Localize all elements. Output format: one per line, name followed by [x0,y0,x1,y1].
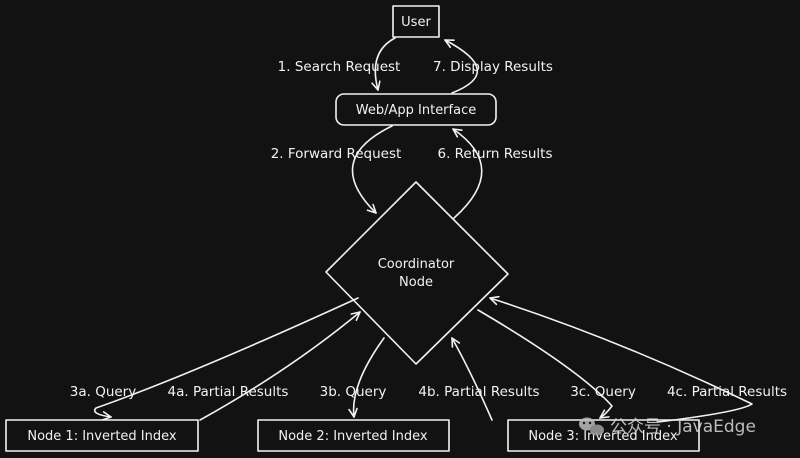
arrow-display-results [444,39,479,94]
edge-label-4c-partial-results: 4c. Partial Results [667,384,787,400]
arrow-search-request [371,37,396,91]
coordinator-label-line2: Node [399,275,433,290]
edge-label-3a-query: 3a. Query [70,384,136,400]
user-node-label: User [401,15,431,30]
web-app-interface-label: Web/App Interface [356,103,476,118]
edge-label-forward-request: 2. Forward Request [271,146,402,162]
wechat-icon [579,417,604,436]
edge-label-3c-query: 3c. Query [570,384,636,400]
inverted-index-node-1: Node 1: Inverted Index [5,419,199,452]
edge-label-search-request: 1. Search Request [278,59,401,75]
arrow-4c-partial-results [489,295,753,423]
arrow-3b-query [348,337,385,418]
arrow-3c-query [477,309,613,419]
edge-label-display-results: 7. Display Results [433,59,553,75]
coordinator-node: Coordinator Node [325,181,509,365]
edge-label-return-results: 6. Return Results [437,146,552,162]
arrow-3a-query [93,297,359,421]
inverted-index-node-2: Node 2: Inverted Index [257,419,450,452]
arrow-return-results [452,128,483,219]
arrow-4b-partial-results [451,337,493,421]
edge-label-4a-partial-results: 4a. Partial Results [168,384,289,400]
watermark-text: 公众号 · JavaEdge [610,417,756,437]
inverted-index-node-3: Node 3: Inverted Index [507,419,700,452]
edge-label-3b-query: 3b. Query [320,384,387,400]
arrow-forward-request [351,125,393,214]
watermark: 公众号 · JavaEdge [579,417,756,437]
user-node: User [392,5,440,38]
node-2-label: Node 2: Inverted Index [278,429,428,444]
node-1-label: Node 1: Inverted Index [27,429,177,444]
coordinator-label-line1: Coordinator [378,257,455,272]
edge-label-4b-partial-results: 4b. Partial Results [418,384,539,400]
node-3-label: Node 3: Inverted Index [528,429,678,444]
web-app-interface-node: Web/App Interface [335,93,497,126]
arrow-4a-partial-results [199,311,361,421]
